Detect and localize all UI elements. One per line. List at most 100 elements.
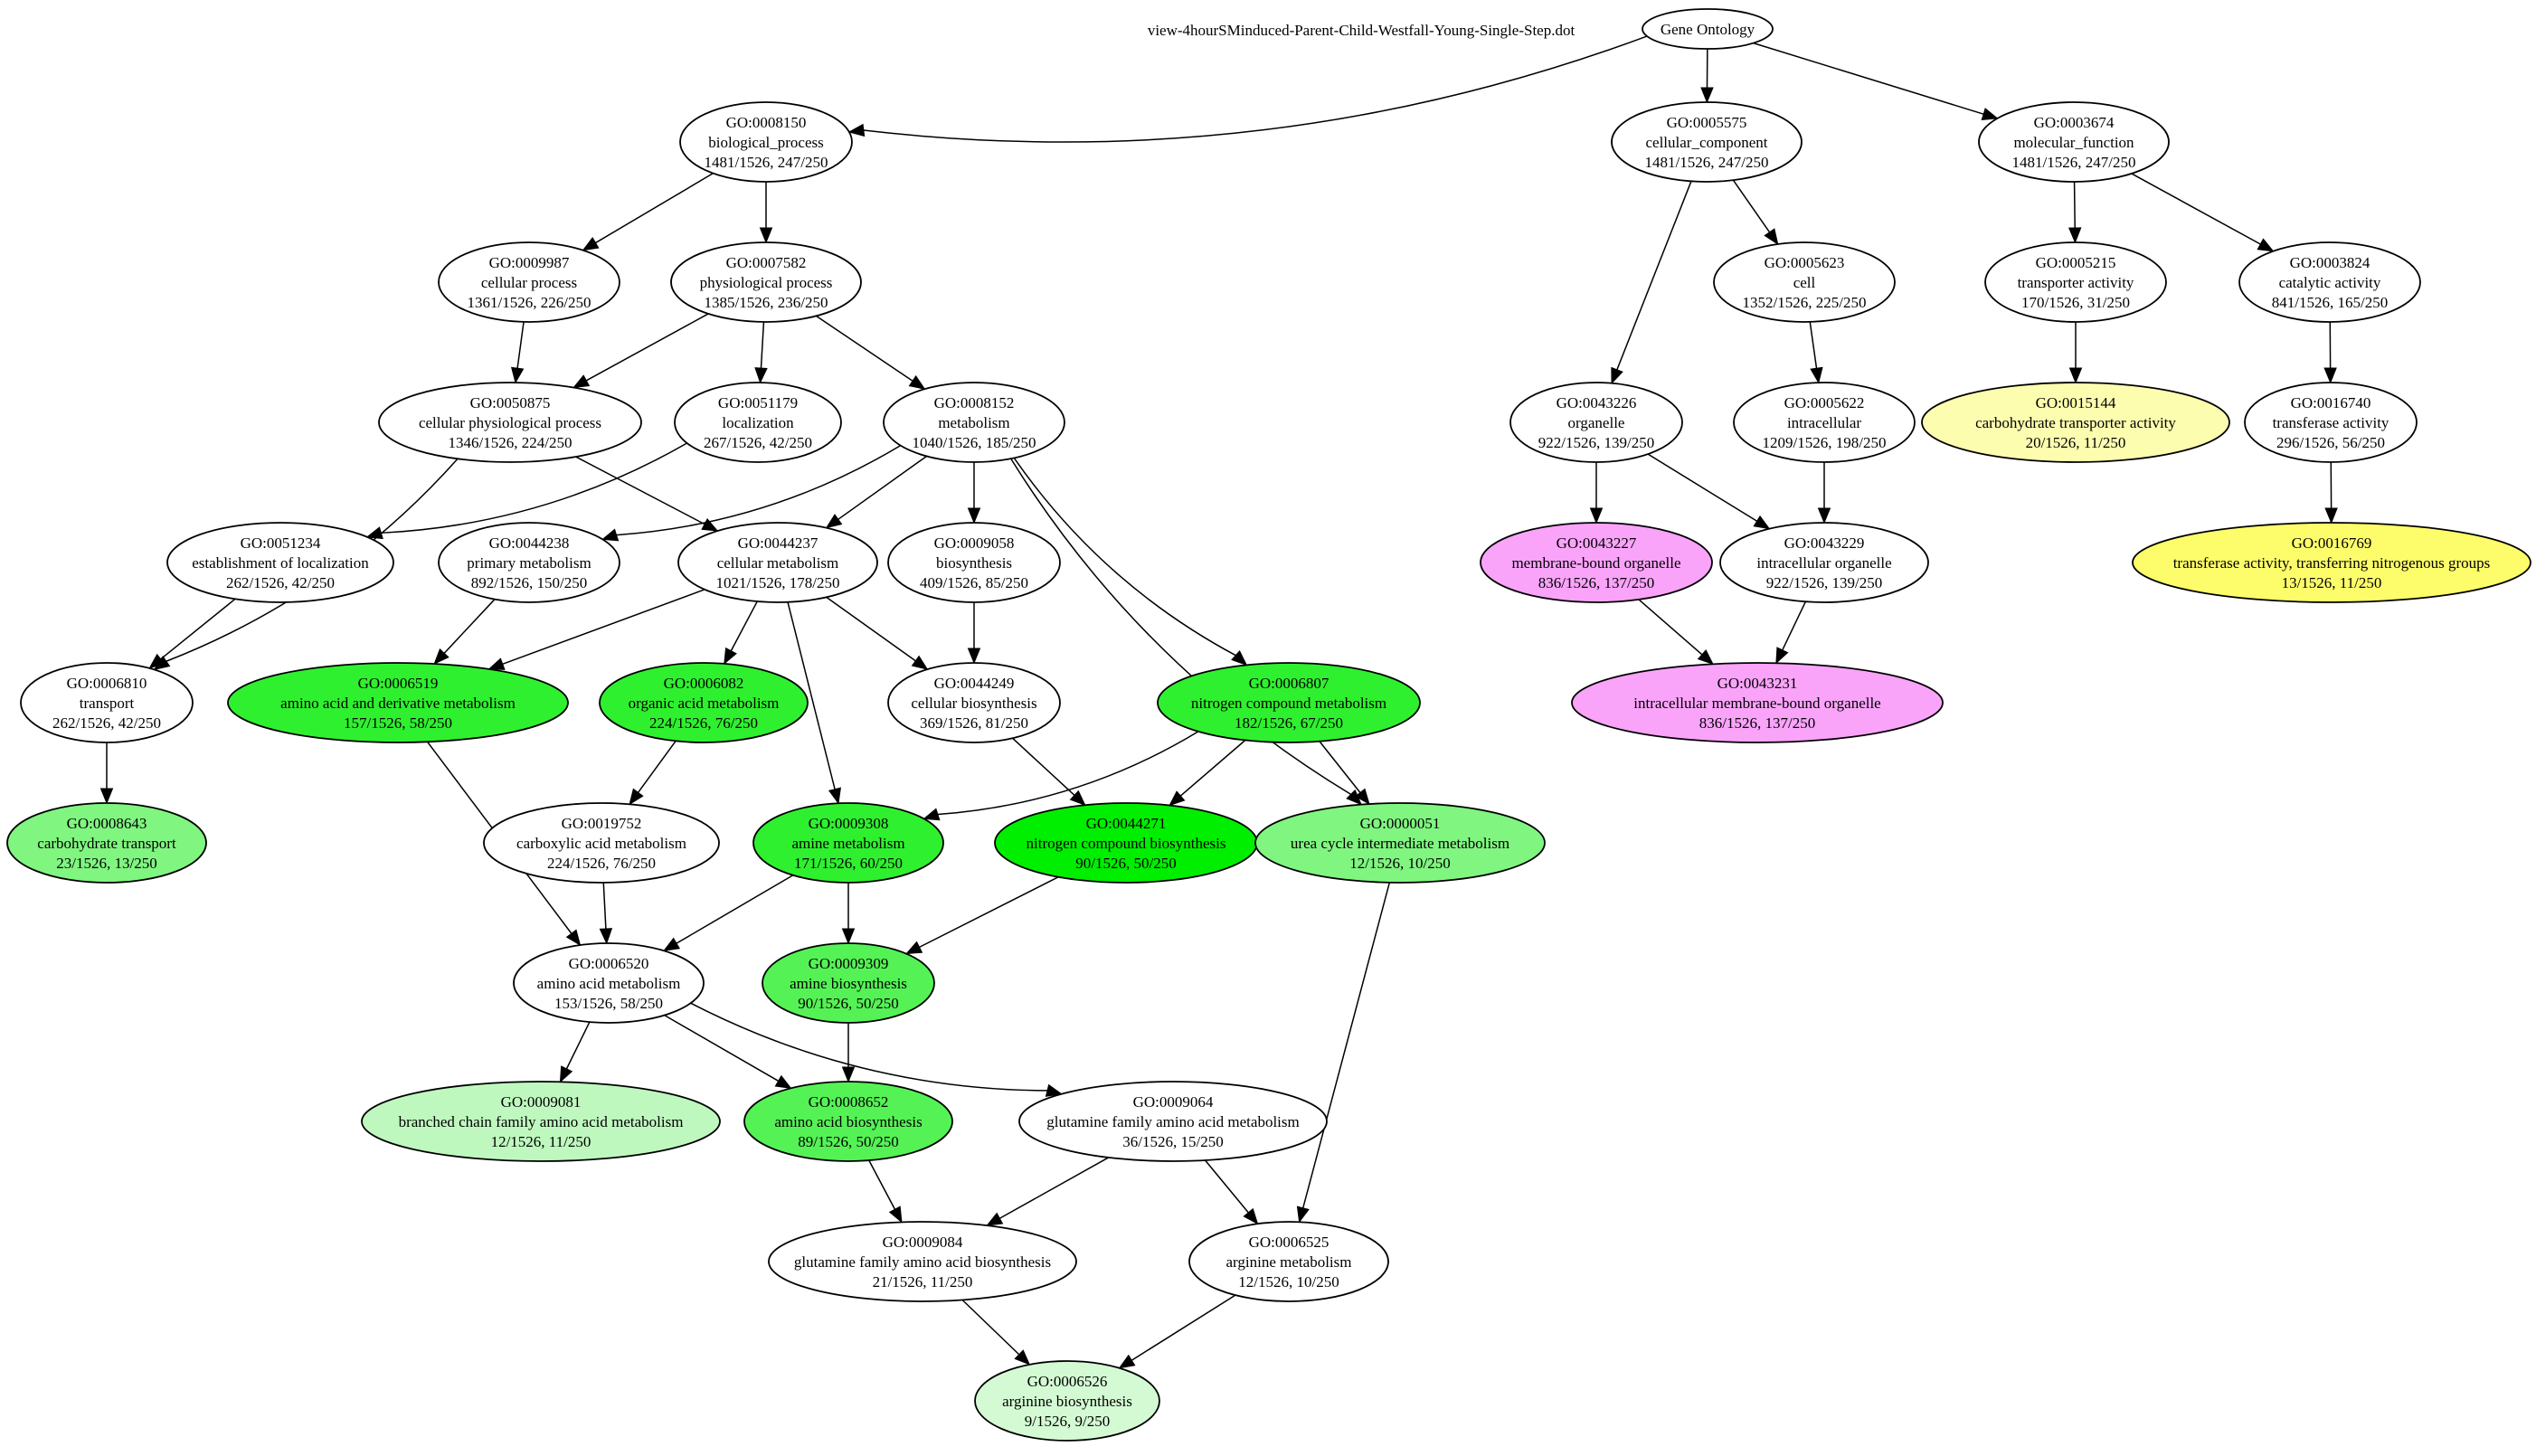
node-count-label: 922/1526, 139/250 bbox=[1538, 434, 1654, 451]
arrowhead bbox=[841, 1066, 856, 1083]
node-id-label: GO:0016740 bbox=[2291, 394, 2371, 411]
node-id-label: GO:0007582 bbox=[726, 254, 807, 271]
edge-line bbox=[1647, 453, 1758, 522]
node-id-label: GO:0009081 bbox=[501, 1093, 582, 1111]
node-ellipse bbox=[483, 802, 720, 884]
edge-line bbox=[637, 740, 677, 793]
edge-line bbox=[1302, 882, 1391, 1208]
node-count-label: 892/1526, 150/250 bbox=[471, 574, 587, 591]
edge-go9987-to-go50875 bbox=[510, 321, 525, 384]
node-count-label: 224/1526, 76/250 bbox=[649, 714, 758, 732]
arrowhead bbox=[510, 366, 525, 384]
arrowhead bbox=[967, 507, 981, 525]
arrowhead bbox=[1764, 228, 1779, 246]
arrowhead bbox=[365, 526, 383, 540]
arrowhead bbox=[888, 1205, 903, 1224]
edge-root-to-go8150 bbox=[847, 35, 1648, 143]
edge-go7582-to-go8152 bbox=[816, 315, 926, 390]
node-term-label: glutamine family amino acid metabolism bbox=[1046, 1113, 1300, 1130]
arrowhead bbox=[99, 788, 114, 805]
node-term-label: cell bbox=[1793, 274, 1816, 291]
arrowhead bbox=[828, 787, 841, 805]
node-id-label: GO:0009064 bbox=[1133, 1093, 1214, 1111]
node-ellipse bbox=[1713, 241, 1896, 323]
node-ellipse bbox=[1733, 382, 1916, 463]
edge-go8152-to-go44237 bbox=[825, 455, 927, 529]
node-ellipse bbox=[361, 1081, 721, 1162]
node-count-label: 836/1526, 137/250 bbox=[1538, 574, 1654, 591]
node-term-label: carbohydrate transport bbox=[37, 835, 176, 852]
node-id-label: GO:0009987 bbox=[489, 254, 570, 271]
edge-layer bbox=[99, 35, 2338, 1369]
arrowhead bbox=[724, 647, 737, 666]
node-term-label: cellular biosynthesis bbox=[911, 695, 1036, 712]
edge-go6810-to-go8643 bbox=[99, 742, 114, 805]
node-id-label: GO:0006810 bbox=[67, 675, 147, 692]
node-count-label: 21/1526, 11/250 bbox=[873, 1273, 973, 1291]
arrowhead bbox=[1169, 790, 1186, 807]
node-ellipse bbox=[768, 1221, 1077, 1302]
node-term-label: intracellular organelle bbox=[1756, 554, 1891, 572]
arrowhead bbox=[774, 1074, 792, 1089]
edge-go8152-to-go44238 bbox=[601, 444, 902, 542]
node-ellipse bbox=[887, 522, 1061, 603]
node-ellipse bbox=[762, 942, 935, 1024]
edge-line bbox=[863, 35, 1648, 143]
edge-line bbox=[664, 1014, 779, 1082]
node-id-label: GO:0006082 bbox=[664, 675, 744, 692]
node-term-label: localization bbox=[722, 414, 794, 431]
node-count-label: 89/1526, 50/250 bbox=[798, 1133, 898, 1150]
edge-line bbox=[516, 321, 525, 369]
edge-go3674-to-go3824 bbox=[2131, 173, 2275, 252]
arrowhead bbox=[847, 123, 866, 137]
edge-line bbox=[816, 315, 913, 382]
node-term-label: arginine biosynthesis bbox=[1002, 1393, 1132, 1410]
edge-root-to-go3674 bbox=[1753, 42, 1999, 120]
node-count-label: 1040/1526, 185/250 bbox=[913, 434, 1036, 451]
node-id-label: GO:0008150 bbox=[726, 114, 807, 131]
edge-go6520-to-go9081 bbox=[559, 1021, 591, 1083]
edge-line bbox=[1204, 1159, 1249, 1214]
edge-line bbox=[1616, 181, 1692, 371]
edge-line bbox=[2131, 173, 2261, 245]
node-id-label: GO:0019752 bbox=[562, 815, 642, 832]
node-term-label: transporter activity bbox=[2018, 274, 2134, 291]
arrowhead bbox=[967, 648, 981, 665]
arrowhead bbox=[1981, 108, 1999, 120]
node-count-label: 1481/1526, 247/250 bbox=[1645, 154, 1769, 171]
node-ellipse bbox=[679, 101, 853, 183]
node-count-label: 1021/1526, 178/250 bbox=[716, 574, 840, 591]
node-ellipse bbox=[1642, 8, 1774, 50]
node-term-label: branched chain family amino acid metabol… bbox=[399, 1113, 684, 1130]
node-id-label: GO:0051234 bbox=[241, 534, 321, 552]
node-count-label: 841/1526, 165/250 bbox=[2272, 294, 2388, 311]
edge-go9084-to-go6526 bbox=[961, 1299, 1031, 1366]
node-id-label: GO:0003824 bbox=[2290, 254, 2370, 271]
edge-go44237-to-go44249 bbox=[826, 596, 929, 670]
edge-line bbox=[1809, 321, 1818, 369]
arrowhead bbox=[565, 929, 582, 947]
edge-go44237-to-go9308 bbox=[787, 601, 841, 805]
node-term-label: physiological process bbox=[700, 274, 833, 291]
arrowhead bbox=[487, 657, 506, 670]
node-term-label: glutamine family amino acid biosynthesis bbox=[794, 1253, 1051, 1271]
node-id-label: GO:0005215 bbox=[2036, 254, 2116, 271]
node-count-label: 296/1526, 56/250 bbox=[2276, 434, 2385, 451]
arrowhead bbox=[2257, 238, 2275, 252]
edge-line bbox=[787, 601, 836, 789]
node-term-label: primary metabolism bbox=[467, 554, 591, 572]
edge-go16740-to-go16769 bbox=[2324, 461, 2338, 525]
